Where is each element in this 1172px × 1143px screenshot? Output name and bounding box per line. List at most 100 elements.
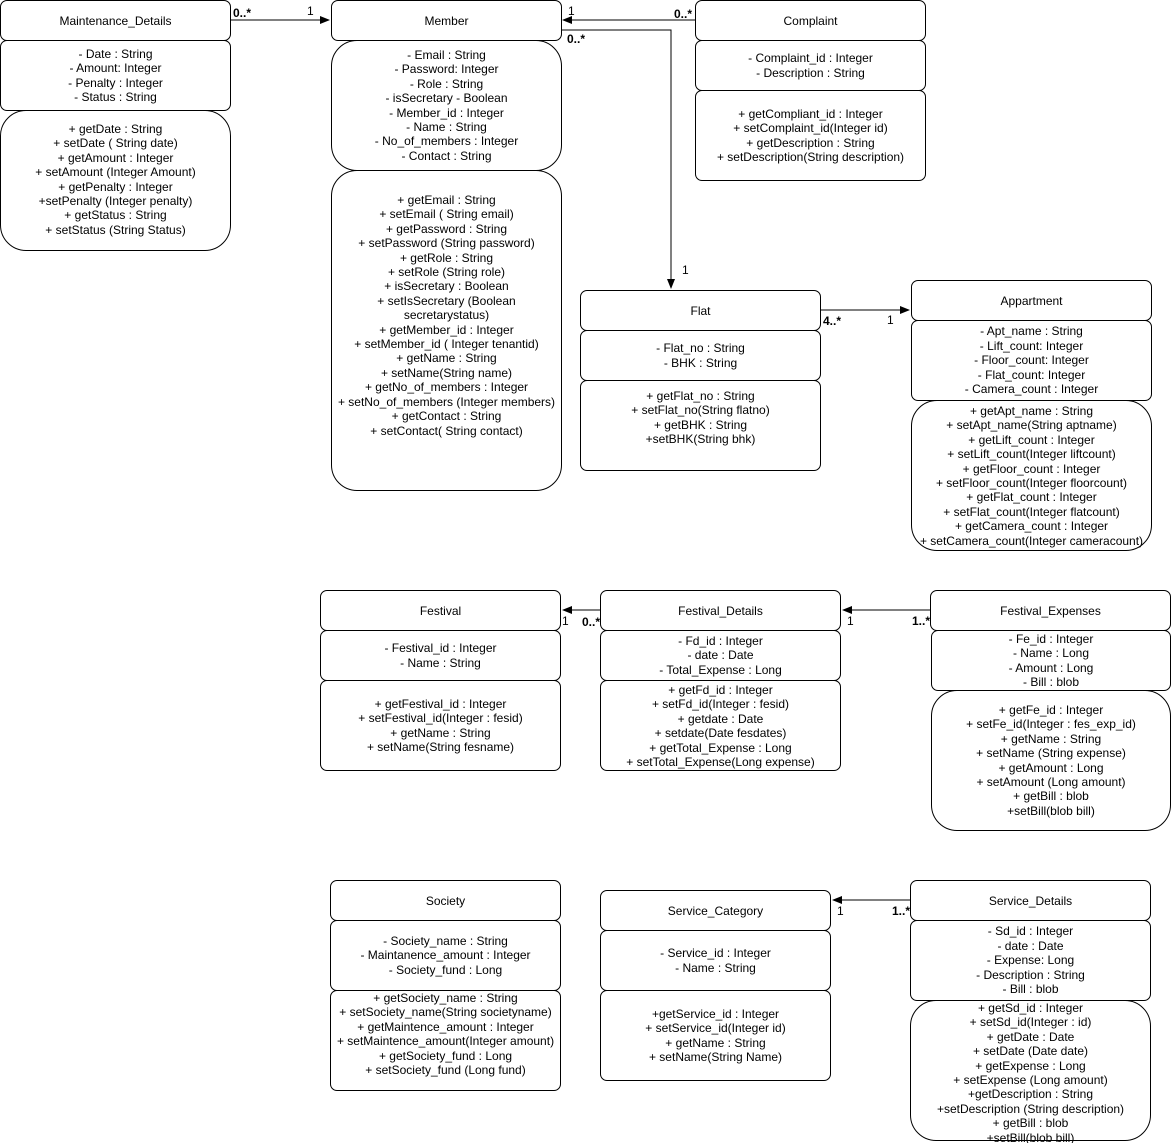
attribute-line: - date : Date [997, 938, 1064, 953]
method-line: + getdate : Date [677, 711, 764, 726]
class-society-methods: + getSociety_name : String+ setSociety_n… [330, 990, 561, 1091]
method-line: + getLift_count : Integer [968, 432, 1095, 447]
method-line: + setFe_id(Integer : fes_exp_id) [966, 717, 1136, 732]
attribute-line: - Email : String [407, 47, 486, 62]
attribute-line: - Sd_id : Integer [987, 924, 1074, 939]
method-line: + getSociety_name : String [373, 991, 518, 1005]
class-member-attributes: - Email : String- Password: Integer- Rol… [331, 40, 562, 171]
method-line: + getDescription : String [746, 135, 875, 150]
method-line: + setExpense (Long amount) [953, 1073, 1108, 1088]
class-member-methods: + getEmail : String+ setEmail ( String e… [331, 170, 562, 491]
mult-complaint-member-src: 0..* [674, 7, 693, 21]
method-line: + isSecretary : Boolean [384, 279, 509, 294]
edge-member-flat [562, 29, 675, 289]
class-complaint-header: Complaint [695, 0, 926, 41]
attribute-line: - Name : String [406, 119, 487, 134]
mult-fe-fd-dst: 1 [847, 614, 854, 628]
method-line: + getMember_id : Integer [379, 322, 514, 337]
method-line: + setNo_of_members (Integer members) [337, 394, 556, 409]
attribute-line: - Member_id : Integer [389, 105, 504, 120]
attribute-line: - Amount: Integer [69, 61, 162, 76]
class-flat-methods: + getFlat_no : String+ setFlat_no(String… [580, 380, 821, 471]
method-line: + setLift_count(Integer liftcount) [947, 447, 1116, 462]
method-line: +setPenalty (Integer penalty) [38, 194, 193, 209]
method-line: + getContact : String [391, 409, 502, 424]
method-line: secretarystatus) [403, 308, 490, 323]
method-line: + getFlat_no : String [646, 389, 755, 403]
mult-member-flat-dst: 1 [682, 263, 689, 277]
class-festival-expenses-attributes: - Fe_id : Integer- Name : Long- Amount :… [931, 630, 1171, 691]
class-service-details-header: Service_Details [910, 880, 1151, 921]
method-line: + getFlat_count : Integer [966, 490, 1097, 505]
method-line: + setFlat_no(String flatno) [631, 403, 770, 418]
attribute-line: - No_of_members : Integer [374, 134, 519, 149]
method-line: + getNo_of_members : Integer [364, 380, 529, 395]
class-complaint-attributes: - Complaint_id : Integer- Description : … [695, 40, 926, 91]
method-line: + setRole (String role) [387, 265, 506, 280]
attribute-line: - Camera_count : Integer [964, 382, 1099, 397]
class-service-category-attributes: - Service_id : Integer- Name : String [600, 930, 831, 991]
class-name: Member [424, 13, 469, 28]
method-line: + getPenalty : Integer [58, 179, 173, 194]
method-line: + getPassword : String [385, 221, 508, 236]
attribute-line: - Maintanence_amount : Integer [360, 948, 531, 963]
method-line: + setMember_id ( Integer tenantid) [354, 337, 539, 352]
class-service-category-header: Service_Category [600, 890, 831, 931]
method-line: + getFloor_count : Integer [962, 461, 1101, 476]
class-name: Service_Category [667, 903, 764, 918]
method-line: + getFd_id : Integer [668, 683, 773, 697]
class-appartment-attributes: - Apt_name : String- Lift_count: Integer… [911, 320, 1152, 401]
attribute-line: - Apt_name : String [980, 324, 1083, 339]
method-line: + setDescription(String description) [716, 150, 905, 165]
class-flat-header: Flat [580, 290, 821, 331]
mult-fd-festival-dst: 1 [562, 614, 569, 628]
attribute-line: - Total_Expense : Long [659, 662, 782, 677]
method-line: + setMaintence_amount(Integer amount) [336, 1034, 555, 1049]
attribute-line: - Name : String [675, 960, 756, 975]
method-line: + setAmount (Long amount) [976, 775, 1126, 790]
attribute-line: - Fe_id : Integer [1008, 631, 1094, 646]
mult-maint-member-dst: 1 [307, 4, 314, 18]
method-line: + setFd_id(Integer : fesid) [651, 697, 790, 712]
attribute-line: - Date : String [78, 46, 153, 61]
method-line: + getMaintence_amount : Integer [357, 1019, 534, 1034]
class-appartment-methods: + getApt_name : String+ setApt_name(Stri… [911, 400, 1152, 551]
method-line: + setName(String Name) [648, 1050, 783, 1065]
method-line: + getCompliant_id : Integer [738, 107, 883, 121]
class-service-details-attributes: - Sd_id : Integer- date : Date- Expense:… [910, 920, 1151, 1001]
attribute-line: - Status : String [74, 89, 157, 104]
method-line: + setName(String name) [380, 365, 513, 380]
method-line: + setTotal_Expense(Long expense) [626, 755, 815, 770]
class-member-header: Member [331, 0, 562, 41]
method-line: + getTotal_Expense : Long [649, 740, 792, 755]
class-maintenance-details-header: Maintenance_Details [0, 0, 231, 41]
attribute-line: - Description : String [756, 65, 865, 80]
class-name: Appartment [1000, 293, 1063, 308]
class-name: Festival_Expenses [1000, 603, 1101, 618]
attribute-line: - Amount : Long [1008, 660, 1094, 675]
attribute-line: - date : Date [687, 648, 754, 663]
method-line: + setApt_name(String aptname) [946, 418, 1117, 433]
method-line: + setPassword (String password) [358, 236, 535, 251]
method-line: + getAmount : Long [998, 760, 1104, 775]
attribute-line: - Name : String [400, 655, 481, 670]
method-line: + setSociety_fund (Long fund) [365, 1063, 526, 1078]
attribute-line: - Society_fund : Long [388, 962, 503, 977]
attribute-line: - Service_id : Integer [660, 946, 771, 961]
mult-complaint-member-dst: 1 [568, 4, 575, 18]
class-name: Flat [690, 303, 711, 318]
mult-member-flat-src: 0..* [567, 32, 586, 46]
method-line: + getStatus : String [64, 208, 167, 223]
method-line: + getBill : blob [1013, 789, 1089, 804]
method-line: + getName : String [396, 351, 497, 366]
method-line: +setBill(blob bill) [1007, 803, 1095, 818]
method-line: + setContact( String contact) [370, 423, 523, 438]
class-festival-expenses-header: Festival_Expenses [930, 590, 1171, 631]
class-festival-expenses-methods: + getFe_id : Integer+ setFe_id(Integer :… [931, 690, 1171, 831]
method-line: + setEmail ( String email) [379, 207, 514, 222]
attribute-line: - BHK : String [663, 355, 738, 370]
method-line: + getFestival_id : Integer [374, 697, 507, 711]
method-line: + setCamera_count(Integer cameracount) [919, 533, 1144, 548]
method-line: + getExpense : Long [975, 1058, 1086, 1073]
method-line: + getBHK : String [653, 417, 748, 432]
